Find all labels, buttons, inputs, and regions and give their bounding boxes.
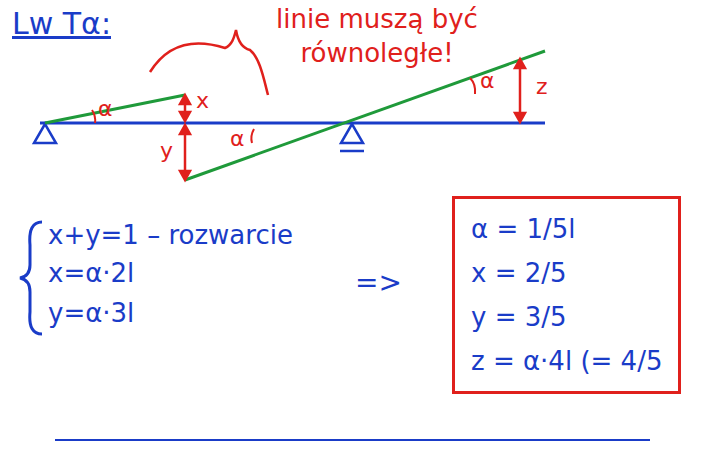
equation: x+y=1 – rozwarcie [48, 220, 293, 251]
result-box: α = 1/5lx = 2/5y = 3/5z = α·4l (= 4/5 [452, 196, 681, 394]
beam-line [40, 122, 545, 125]
dimension-label: y [160, 138, 173, 164]
implication-arrow: => [355, 266, 402, 300]
support-symbol [341, 124, 363, 143]
result-line: α = 1/5l [471, 207, 662, 251]
result-line: y = 3/5 [471, 295, 662, 339]
note: linie muszą być równoległe! [262, 2, 492, 70]
angle-label: α [98, 96, 113, 122]
title: Lw Tα: [12, 6, 111, 42]
influence-line [45, 95, 185, 123]
system-brace [20, 222, 42, 334]
influence-line [185, 51, 545, 180]
dimension-label: x [196, 88, 209, 114]
dimension-arrows [180, 59, 525, 180]
dimension-label: z [536, 74, 548, 100]
angle-label: α [230, 126, 245, 152]
equation: x=α·2l [48, 258, 134, 289]
result-line: z = α·4l (= 4/5 [471, 339, 662, 383]
support-symbol [34, 124, 56, 143]
bracket [150, 30, 268, 95]
equation: y=α·3l [48, 298, 134, 329]
result-line: x = 2/5 [471, 251, 662, 295]
support-ground [340, 150, 364, 153]
angle-arc [92, 78, 475, 143]
bottom-rule [55, 439, 650, 441]
angle-label: α [480, 68, 495, 94]
